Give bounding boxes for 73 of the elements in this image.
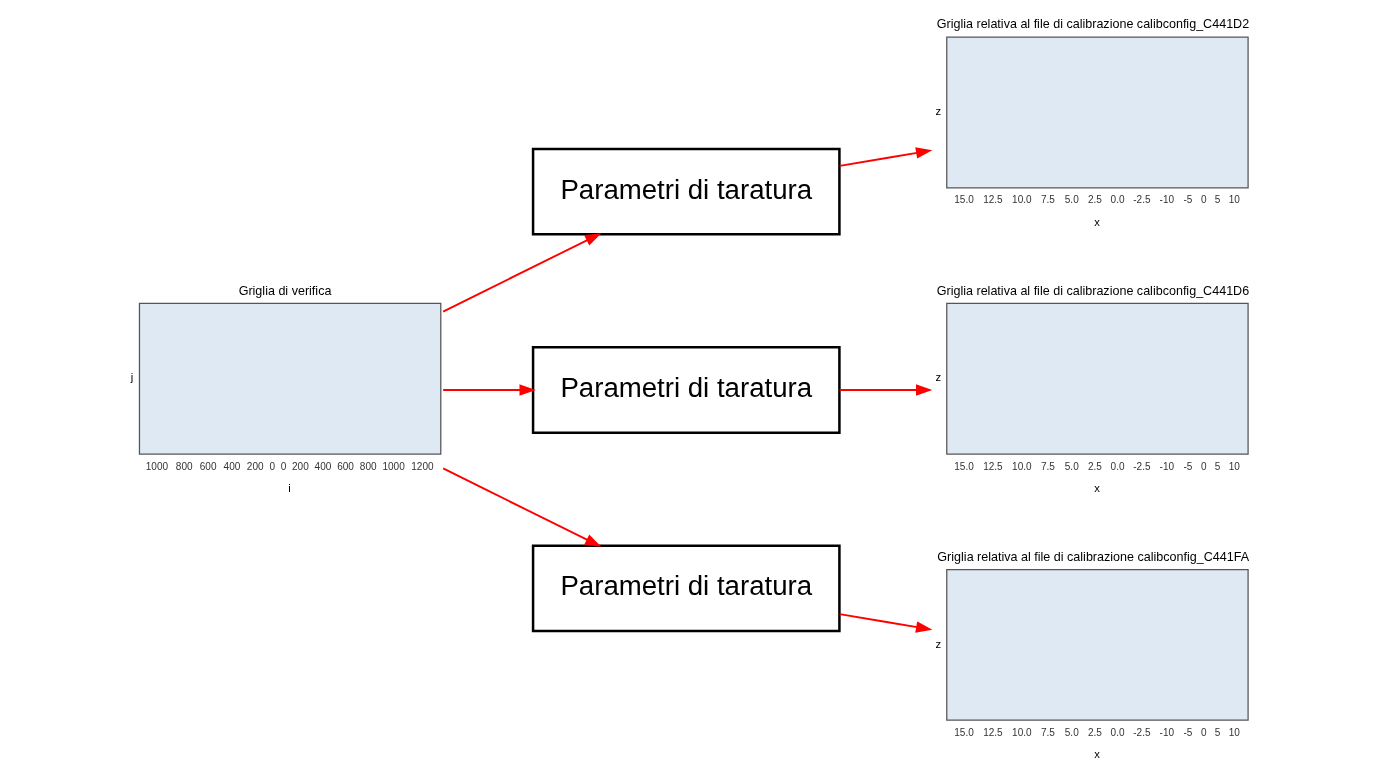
node-label: 200 bbox=[246, 460, 264, 472]
node-label: 5.0 bbox=[1064, 460, 1079, 472]
node-box: Parametri di taratura bbox=[531, 544, 841, 633]
node-label: 200 bbox=[291, 460, 309, 472]
arrow bbox=[838, 384, 932, 396]
node-label: 15.0 bbox=[953, 460, 974, 472]
node-label: 12.5 bbox=[982, 460, 1003, 472]
node-label: 10 bbox=[1228, 194, 1240, 206]
node-label: 0 bbox=[1200, 460, 1207, 472]
node-label: 5.0 bbox=[1064, 726, 1079, 738]
node-label: z bbox=[934, 637, 941, 650]
node-label: 10.0 bbox=[1011, 726, 1032, 738]
node-label: 1000 bbox=[145, 460, 168, 472]
node-label: Griglia relativa al file di calibrazione calibconfig_C441D2 bbox=[936, 17, 1249, 32]
node-label: Griglia relativa al file di calibrazione calibconfig_C441D6 bbox=[936, 283, 1249, 298]
node-label: Griglia relativa al file di calibrazione calibconfig_C441FA bbox=[936, 549, 1249, 564]
node-label: 400 bbox=[223, 460, 240, 472]
node-label: 600 bbox=[336, 460, 354, 472]
node-label: x bbox=[1093, 748, 1100, 761]
node-label: -10 bbox=[1159, 460, 1174, 472]
node-label: 0.0 bbox=[1110, 194, 1125, 206]
node-label: 7.5 bbox=[1040, 460, 1055, 472]
node-label: 1200 bbox=[410, 460, 434, 472]
node-label: 400 bbox=[314, 460, 331, 472]
node-label: 12.5 bbox=[982, 194, 1003, 206]
node-label: z bbox=[934, 105, 941, 118]
node-label: -5 bbox=[1182, 460, 1192, 472]
node-label: 5 bbox=[1214, 194, 1220, 206]
node-box: Parametri di taratura bbox=[531, 147, 841, 236]
node-label: x bbox=[1093, 481, 1100, 494]
node-label: 7.5 bbox=[1040, 726, 1055, 738]
node-label: -2.5 bbox=[1132, 460, 1151, 472]
node-label: 10 bbox=[1228, 726, 1240, 738]
node-label: -2.5 bbox=[1132, 726, 1151, 738]
arrow bbox=[838, 613, 932, 633]
node-label: 800 bbox=[359, 460, 377, 472]
node-label: 12.5 bbox=[982, 726, 1003, 738]
node-label: 1000 bbox=[381, 460, 405, 472]
node-label: 15.0 bbox=[953, 194, 974, 206]
node-label: -10 bbox=[1159, 726, 1174, 738]
arrow bbox=[441, 467, 601, 547]
node-label: 800 bbox=[175, 460, 193, 472]
node-label: 5.0 bbox=[1064, 194, 1079, 206]
node-box: Parametri di taratura bbox=[531, 346, 841, 434]
node-label: 2.5 bbox=[1087, 194, 1102, 206]
node-label: Griglia di verifica bbox=[238, 283, 331, 298]
node-label: 0 bbox=[280, 460, 286, 472]
node-label: 5 bbox=[1214, 460, 1220, 472]
node-label: 0.0 bbox=[1110, 726, 1125, 738]
node-label: 5 bbox=[1214, 726, 1220, 738]
node-label: 0 bbox=[1200, 194, 1207, 206]
node-label: -10 bbox=[1159, 194, 1174, 206]
node-label: 2.5 bbox=[1087, 460, 1102, 472]
node-label: 600 bbox=[199, 460, 216, 472]
node-label: 15.0 bbox=[953, 726, 974, 738]
node-label: 0 bbox=[268, 460, 275, 472]
node-label: 10.0 bbox=[1011, 460, 1032, 472]
node-label: 7.5 bbox=[1040, 194, 1055, 206]
node-label: 10.0 bbox=[1011, 194, 1032, 206]
node-label: -5 bbox=[1182, 194, 1192, 206]
node-label: -5 bbox=[1182, 726, 1192, 738]
node-label: 0 bbox=[1200, 726, 1207, 738]
node-label: z bbox=[934, 371, 941, 384]
node-label: 10 bbox=[1228, 460, 1240, 472]
arrow bbox=[838, 147, 932, 167]
arrow bbox=[441, 233, 601, 313]
node-label: j bbox=[130, 371, 133, 384]
node-label: 0.0 bbox=[1110, 460, 1125, 472]
node-label: i bbox=[287, 481, 291, 494]
arrow bbox=[441, 384, 536, 396]
node-label: 2.5 bbox=[1087, 726, 1102, 738]
node-label: -2.5 bbox=[1132, 194, 1151, 206]
node-label: x bbox=[1093, 215, 1100, 228]
